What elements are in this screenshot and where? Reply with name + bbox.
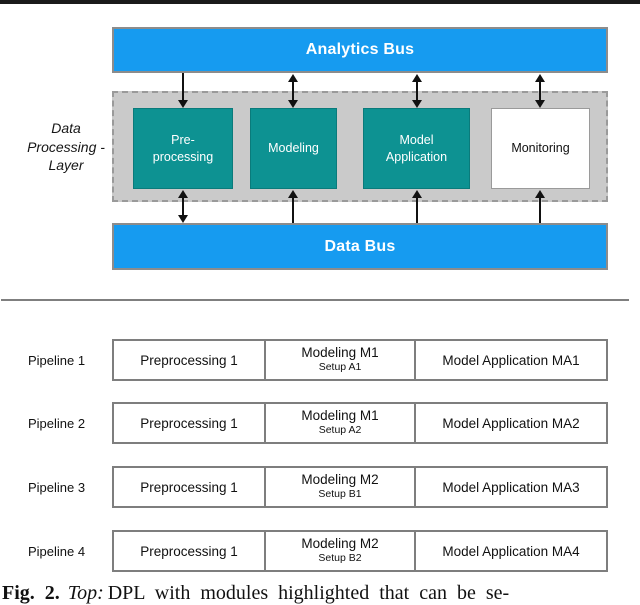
pipeline-boxes: Preprocessing 1 Modeling M1 Setup A1 Mod… [112,339,608,381]
pipeline-application-cell: Model Application MA3 [442,479,580,495]
arrow-bus-monitoring-line [539,81,541,101]
modeling-label: Modeling M2 [301,472,379,488]
module-model-application: Model Application [363,108,470,189]
pipeline-preprocessing-cell: Preprocessing 1 [114,404,266,442]
section-divider [1,299,629,301]
pipeline-label: Pipeline 4 [28,543,86,559]
arrow-down-icon [178,100,188,108]
arrow-down-icon [178,215,188,223]
page-top-rule [0,0,640,4]
module-modeling: Modeling [250,108,337,189]
analytics-bus-label: Analytics Bus [305,41,415,58]
pipeline-row-3: Pipeline 3 Preprocessing 1 Modeling M2 S… [28,466,608,508]
pipeline-boxes: Preprocessing 1 Modeling M2 Setup B2 Mod… [112,530,608,572]
figure-caption: Fig. 2. Top:DPL with modules highlighted … [2,582,638,605]
arrow-databus-model-application-line [416,197,418,223]
setup-label: Setup B1 [318,488,362,501]
data-bus-label: Data Bus [324,237,396,255]
pipeline-boxes: Preprocessing 1 Modeling M1 Setup A2 Mod… [112,402,608,444]
modeling-label: Modeling M2 [301,536,379,552]
pipeline-row-1: Pipeline 1 Preprocessing 1 Modeling M1 S… [28,339,608,381]
arrow-up-icon [178,190,188,198]
pipeline-label: Pipeline 3 [28,479,86,495]
data-processing-layer-label: Data Processing - Layer [27,120,105,173]
pipeline-application-cell: Model Application MA2 [442,415,580,431]
arrow-bus-modeling-line [292,81,294,101]
setup-label: Setup A1 [318,361,362,374]
arrow-up-icon [288,190,298,198]
pipeline-row-2: Pipeline 2 Preprocessing 1 Modeling M1 S… [28,402,608,444]
pipeline-modeling-cell: Modeling M2 Setup B2 [266,532,416,570]
pipeline-preprocessing-cell: Preprocessing 1 [114,532,266,570]
arrow-down-icon [535,100,545,108]
caption-emphasis: Top: [67,582,104,604]
data-bus: Data Bus [112,223,608,270]
pipeline-modeling-cell: Modeling M1 Setup A2 [266,404,416,442]
modeling-label: Modeling M1 [301,345,379,361]
modeling-label: Modeling M1 [301,408,379,424]
pipeline-application-cell: Model Application MA4 [442,543,580,559]
pipeline-modeling-cell: Modeling M2 Setup B1 [266,468,416,506]
arrow-databus-monitoring-line [539,197,541,223]
pipeline-preprocessing-cell: Preprocessing 1 [114,468,266,506]
arrow-down-icon [412,100,422,108]
arrow-preprocessing-databus-line [182,197,184,216]
arrow-up-icon [535,74,545,82]
arrow-bus-model-application-line [416,81,418,101]
module-monitoring: Monitoring [491,108,590,189]
arrow-databus-modeling-line [292,197,294,223]
caption-fig-number: Fig. 2. [2,582,60,604]
pipeline-label: Pipeline 1 [28,352,86,368]
caption-text: DPL with modules highlighted that can be… [107,582,510,604]
pipeline-row-4: Pipeline 4 Preprocessing 1 Modeling M2 S… [28,530,608,572]
pipeline-preprocessing-cell: Preprocessing 1 [114,341,266,379]
setup-label: Setup A2 [318,424,362,437]
module-preprocessing: Pre- processing [133,108,233,189]
setup-label: Setup B2 [318,552,362,565]
arrow-up-icon [288,74,298,82]
pipeline-boxes: Preprocessing 1 Modeling M2 Setup B1 Mod… [112,466,608,508]
arrow-up-icon [412,74,422,82]
pipeline-modeling-cell: Modeling M1 Setup A1 [266,341,416,379]
arrow-down-icon [288,100,298,108]
arrow-up-icon [412,190,422,198]
pipeline-application-cell: Model Application MA1 [442,352,580,368]
pipeline-label: Pipeline 2 [28,415,86,431]
arrow-up-icon [535,190,545,198]
analytics-bus: Analytics Bus [112,27,608,73]
arrow-bus-preprocessing-line [182,73,184,101]
